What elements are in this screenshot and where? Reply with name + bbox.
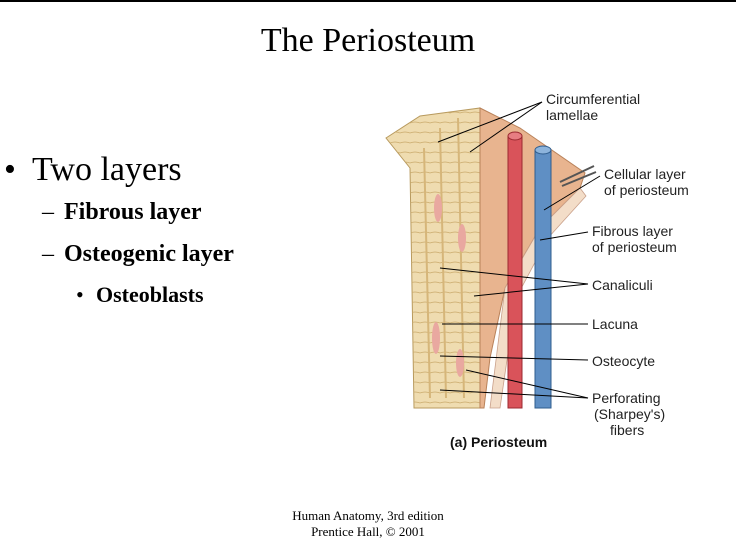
sub-sub-bullet-text: Osteoblasts xyxy=(96,282,204,307)
label-circumferential: Circumferential xyxy=(546,91,640,107)
label-osteocyte: Osteocyte xyxy=(592,353,655,369)
footer: Human Anatomy, 3rd edition Prentice Hall… xyxy=(0,508,736,540)
label-fibrous-of-periosteum: of periosteum xyxy=(592,239,677,255)
sub-bullet-text: Fibrous layer xyxy=(64,199,202,225)
label-fibers: fibers xyxy=(610,422,644,438)
sub-bullet-text: Osteogenic layer xyxy=(64,241,234,267)
osteocyte-cell xyxy=(456,349,464,377)
bullet-two-layers: • Two layers xyxy=(4,148,182,192)
label-cellular-of-periosteum: of periosteum xyxy=(604,182,689,198)
label-sharpeys: (Sharpey's) xyxy=(594,406,665,422)
label-fibrous-layer: Fibrous layer xyxy=(592,223,673,239)
footer-line-1: Human Anatomy, 3rd edition xyxy=(292,508,444,523)
dash-marker: – xyxy=(42,241,54,267)
osteocyte-cell xyxy=(458,224,466,252)
bullet-marker: • xyxy=(4,151,16,188)
figure-caption: (a) Periosteum xyxy=(450,434,547,450)
label-cellular-layer: Cellular layer xyxy=(604,166,686,182)
osteocyte-cell xyxy=(434,194,442,222)
sub-bullet-fibrous: –Fibrous layer xyxy=(42,196,202,228)
leader-lines xyxy=(437,101,601,399)
periosteum-figure: Circumferential lamellae Cellular layer … xyxy=(385,91,689,450)
footer-line-2: Prentice Hall, © 2001 xyxy=(311,524,425,539)
bullet-marker: • xyxy=(76,282,84,307)
slide-title: The Periosteum xyxy=(260,22,476,59)
bullet-text: Two layers xyxy=(32,151,182,188)
top-rule xyxy=(0,0,736,2)
dash-marker: – xyxy=(42,199,54,225)
label-lamellae: lamellae xyxy=(546,107,598,123)
sub-bullet-osteogenic: –Osteogenic layer xyxy=(42,238,234,270)
label-canaliculi: Canaliculi xyxy=(592,277,653,293)
sub-sub-bullet-osteoblasts: • Osteoblasts xyxy=(76,280,204,310)
forceps xyxy=(559,165,597,187)
artery xyxy=(507,135,523,409)
label-perforating: Perforating xyxy=(592,390,660,406)
osteocyte-cell xyxy=(432,322,440,354)
label-lacuna: Lacuna xyxy=(592,316,638,332)
